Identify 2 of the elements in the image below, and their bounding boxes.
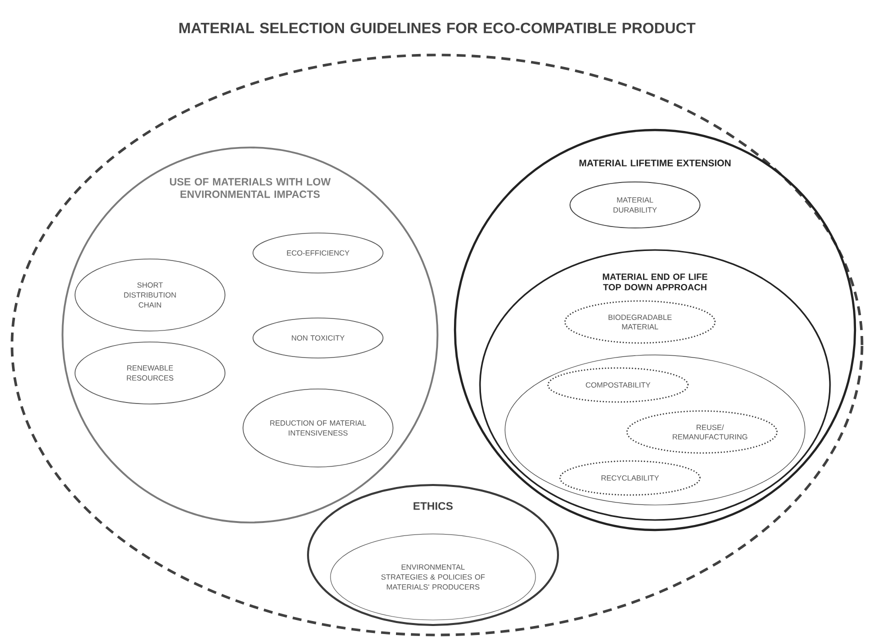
node-label: MATERIAL SELECTION GUIDELINES FOR ECO-COMPATIBLE PRODUCT (179, 22, 696, 34)
ellipse (504, 354, 806, 506)
